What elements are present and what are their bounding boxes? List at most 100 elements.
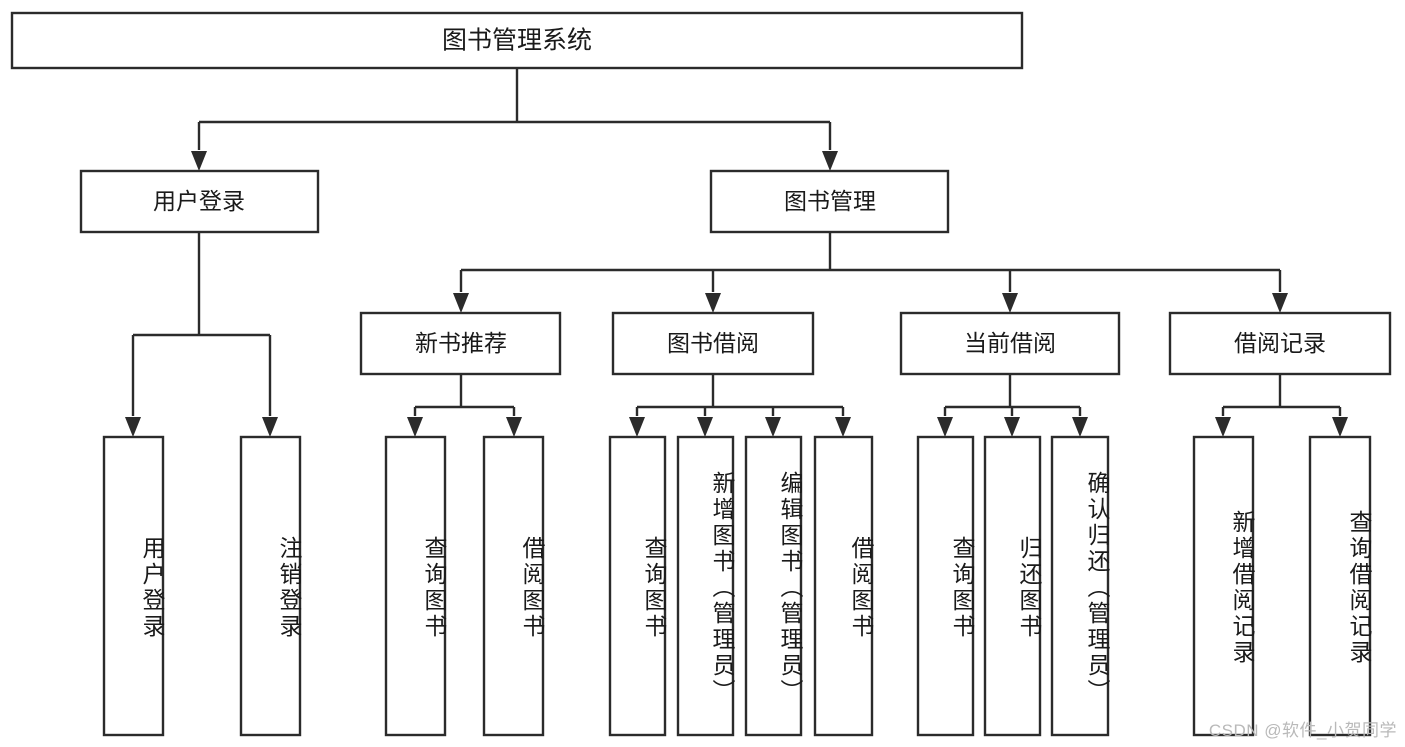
- arrow-icon: [1215, 417, 1231, 437]
- leaf-confirm-return-admin[interactable]: 确认归还（管理员）: [1050, 435, 1110, 737]
- leaf-box-confirm-return-admin: [1050, 435, 1110, 737]
- leaf-label-fo-logout: 注销登录: [276, 536, 302, 640]
- arrow-icon: [822, 151, 838, 171]
- leaf-label-return-book: 归还图书: [1016, 536, 1042, 640]
- arrow-icon: [1332, 417, 1348, 437]
- leaf-borrow-book-rec[interactable]: 借阅图书: [482, 435, 545, 737]
- arrow-icon: [765, 417, 781, 437]
- leaf-label-fo-borrow-book: 借阅图书: [848, 536, 874, 640]
- leaf-query-borrow-record[interactable]: 查询借阅记录: [1308, 435, 1372, 737]
- connector-group-current-borrow: [937, 374, 1088, 437]
- leaf-label-fo-query-book-borrow: 查询图书: [641, 536, 667, 640]
- leaf-label-fo-edit-book-admin: 编辑图书（管理员）: [777, 471, 803, 705]
- arrow-icon: [262, 417, 278, 437]
- arrow-icon: [629, 417, 645, 437]
- node-label-borrow-record: 借阅记录: [1234, 330, 1326, 356]
- node-label-book-borrow: 图书借阅: [667, 330, 759, 356]
- leaf-box-query-book-rec: [384, 435, 447, 737]
- arrow-icon: [1272, 293, 1288, 313]
- leaf-box-add-book-admin: [676, 435, 735, 737]
- arrow-icon: [506, 417, 522, 437]
- leaf-label-borrow-book-rec: 借阅图书: [519, 536, 545, 640]
- arrow-icon: [705, 293, 721, 313]
- arrow-icon: [407, 417, 423, 437]
- connector-group-user-login: [125, 232, 278, 437]
- node-label-book-management: 图书管理: [784, 188, 876, 214]
- node-label-new-book-recommend: 新书推荐: [415, 330, 507, 356]
- node-box-new-book-recommend: [359, 311, 562, 376]
- node-root-system[interactable]: 图书管理系统: [10, 11, 1024, 70]
- arrow-icon: [697, 417, 713, 437]
- leaf-box-query-borrow-record: [1308, 435, 1372, 737]
- leaf-label-add-borrow-record: 新增借阅记录: [1229, 510, 1255, 666]
- node-current-borrow[interactable]: 当前借阅: [899, 311, 1121, 376]
- leaf-query-book-borrow[interactable]: 查询图书: [608, 435, 667, 737]
- leaf-logout[interactable]: 注销登录: [239, 435, 302, 737]
- leaf-label-fo-query-book-current: 查询图书: [949, 536, 975, 640]
- connector-group-new-book-rec: [407, 374, 522, 437]
- leaf-label-fo-add-book-admin: 新增图书（管理员）: [709, 471, 735, 705]
- leaf-add-borrow-record[interactable]: 新增借阅记录: [1192, 435, 1255, 737]
- node-box-user-login: [79, 169, 320, 234]
- leaf-label-query-book-current: 查询图书: [949, 536, 975, 640]
- leaf-return-book[interactable]: 归还图书: [983, 435, 1042, 737]
- leaf-label-fo-query-book-rec: 查询图书: [421, 536, 447, 640]
- node-label-user-login: 用户登录: [153, 188, 245, 214]
- leaf-label-edit-book-admin: 编辑图书（管理员）: [777, 471, 803, 705]
- arrow-icon: [937, 417, 953, 437]
- node-new-book-recommend[interactable]: 新书推荐: [359, 311, 562, 376]
- leaf-label-fo-user-login: 用户登录: [139, 536, 165, 640]
- leaf-label-fo-query-borrow-record: 查询借阅记录: [1346, 510, 1372, 666]
- connector-group-borrow-record: [1215, 374, 1348, 437]
- leaf-label-user-login: 用户登录: [139, 536, 165, 640]
- leaf-box-user-login: [102, 435, 165, 737]
- leaf-box-borrow-book-rec: [482, 435, 545, 737]
- leaf-box-query-book-borrow: [608, 435, 667, 737]
- node-borrow-record[interactable]: 借阅记录: [1168, 311, 1392, 376]
- leaf-label-borrow-book: 借阅图书: [848, 536, 874, 640]
- leaf-label-fo-add-borrow-record: 新增借阅记录: [1229, 510, 1255, 666]
- leaf-label-fo-confirm-return-admin: 确认归还（管理员）: [1084, 471, 1110, 705]
- arrow-icon: [191, 151, 207, 171]
- node-user-login[interactable]: 用户登录: [79, 169, 320, 234]
- arrow-icon: [453, 293, 469, 313]
- leaf-query-book-rec[interactable]: 查询图书: [384, 435, 447, 737]
- leaf-label-fo-return-book: 归还图书: [1016, 536, 1042, 640]
- node-box-book-management: [709, 169, 950, 234]
- node-book-borrow[interactable]: 图书借阅: [611, 311, 815, 376]
- leaf-label-query-borrow-record: 查询借阅记录: [1346, 510, 1372, 666]
- leaf-box-add-borrow-record: [1192, 435, 1255, 737]
- node-box-root: [10, 11, 1024, 70]
- leaf-label-confirm-return-admin: 确认归还（管理员）: [1084, 471, 1110, 705]
- arrow-icon: [125, 417, 141, 437]
- arrow-icon: [1072, 417, 1088, 437]
- connector-group-book-mgmt: [453, 232, 1288, 313]
- leaf-label-query-book-borrow: 查询图书: [641, 536, 667, 640]
- arrow-icon: [1002, 293, 1018, 313]
- leaf-query-book-current[interactable]: 查询图书: [916, 435, 975, 737]
- node-label-current-borrow: 当前借阅: [964, 330, 1056, 356]
- leaf-add-book-admin[interactable]: 新增图书（管理员）: [676, 435, 735, 737]
- leaf-label-fo-borrow-book-rec: 借阅图书: [519, 536, 545, 640]
- node-book-management[interactable]: 图书管理: [709, 169, 950, 234]
- leaf-label-query-book-rec: 查询图书: [421, 536, 447, 640]
- leaf-box-edit-book-admin: [744, 435, 803, 737]
- leaf-label-logout: 注销登录: [276, 536, 302, 640]
- leaf-borrow-book[interactable]: 借阅图书: [813, 435, 874, 737]
- node-label-root: 图书管理系统: [442, 27, 592, 55]
- leaf-box-return-book: [983, 435, 1042, 737]
- leaf-label-add-book-admin: 新增图书（管理员）: [709, 471, 735, 705]
- node-box-book-borrow: [611, 311, 815, 376]
- connector-group-root: [191, 68, 838, 171]
- arrow-icon: [835, 417, 851, 437]
- node-box-borrow-record: [1168, 311, 1392, 376]
- connector-group-book-borrow: [629, 374, 851, 437]
- leaf-box-borrow-book: [813, 435, 874, 737]
- leaf-box-query-book-current: [916, 435, 975, 737]
- leaf-user-login[interactable]: 用户登录: [102, 435, 165, 737]
- node-box-current-borrow: [899, 311, 1121, 376]
- arrow-icon: [1004, 417, 1020, 437]
- leaf-edit-book-admin[interactable]: 编辑图书（管理员）: [744, 435, 803, 737]
